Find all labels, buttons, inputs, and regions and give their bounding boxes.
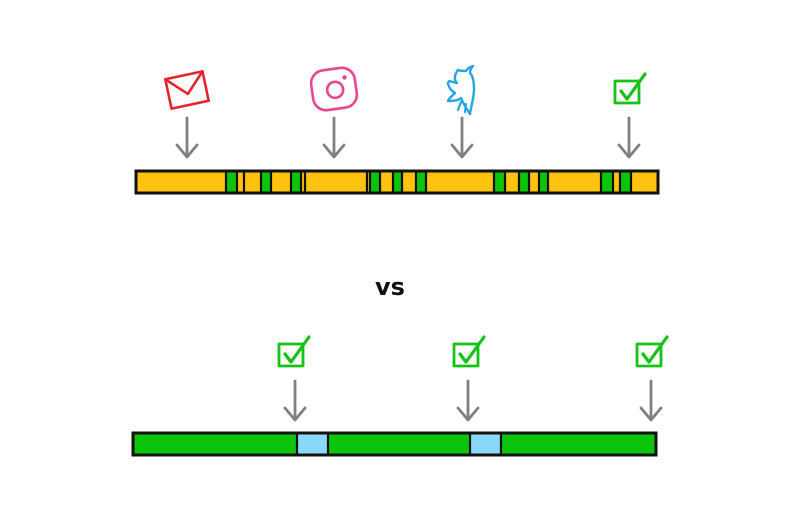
checkbox-check-icon	[635, 335, 669, 368]
twitter-icon	[446, 64, 476, 116]
arrow-down	[617, 116, 641, 159]
bottom-row	[131, 335, 669, 457]
distracted-timeline-bar	[134, 169, 660, 195]
arrow-down	[456, 379, 480, 422]
arrow-down	[283, 379, 307, 422]
arrow-down	[175, 116, 199, 159]
segment-dividers	[224, 171, 633, 193]
interruption-segments	[226, 171, 631, 193]
top-row	[134, 64, 660, 195]
vs-label: vs	[375, 273, 405, 301]
arrow-down	[639, 379, 663, 422]
checkbox-check-icon	[613, 72, 647, 105]
email-icon	[163, 70, 211, 110]
arrow-down	[322, 116, 346, 159]
checkbox-check-icon	[452, 335, 486, 368]
instagram-icon	[309, 66, 359, 112]
focused-timeline-bar	[131, 431, 658, 457]
break-segments	[297, 433, 501, 455]
arrow-down	[450, 116, 474, 159]
segment-dividers	[295, 433, 503, 455]
checkbox-check-icon	[277, 335, 311, 368]
